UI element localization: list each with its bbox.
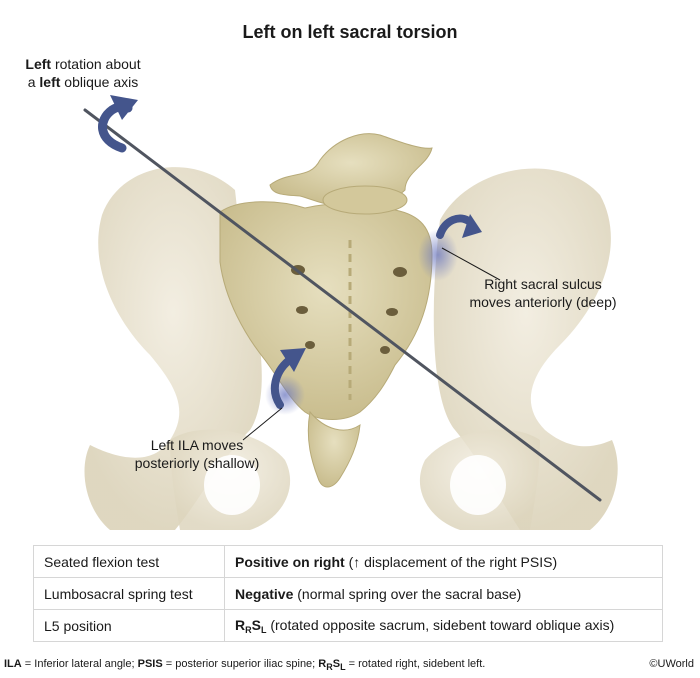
abbreviations-footer: ILA = Inferior lateral angle; PSIS = pos… <box>4 658 486 672</box>
table-row: L5 position RRSL (rotated opposite sacru… <box>33 609 663 642</box>
pelvis-illustration <box>83 95 618 530</box>
test-name: Lumbosacral spring test <box>33 577 225 610</box>
test-result: RRSL (rotated opposite sacrum, sidebent … <box>235 616 615 635</box>
coccyx <box>307 410 361 488</box>
table-row: Lumbosacral spring test Negative (normal… <box>33 577 663 610</box>
oblique-axis-line <box>83 108 602 502</box>
test-name: L5 position <box>33 609 225 642</box>
test-result: Negative (normal spring over the sacral … <box>224 577 663 610</box>
test-result: Positive on right (↑ displacement of the… <box>224 545 663 578</box>
sulcus-label: Right sacral sulcus moves anteriorly (de… <box>469 276 617 310</box>
l5-vertebra <box>269 133 433 207</box>
ila-label: Left ILA moves posteriorly (shallow) <box>134 437 260 471</box>
ila-arrow <box>270 348 306 409</box>
sulcus-arrow <box>436 214 482 239</box>
findings-table: Seated flexion test Positive on right (↑… <box>33 545 663 642</box>
copyright: ©UWorld <box>649 658 694 670</box>
axis-rotation-arrow <box>98 95 138 153</box>
axis-rotation-label: Left rotation about a left oblique axis <box>25 56 141 90</box>
ila-leader-line <box>242 407 283 441</box>
sulcus-leader-line <box>441 247 501 281</box>
table-row: Seated flexion test Positive on right (↑… <box>33 545 663 578</box>
figure-title: Left on left sacral torsion <box>242 22 458 42</box>
test-name: Seated flexion test <box>33 545 225 578</box>
